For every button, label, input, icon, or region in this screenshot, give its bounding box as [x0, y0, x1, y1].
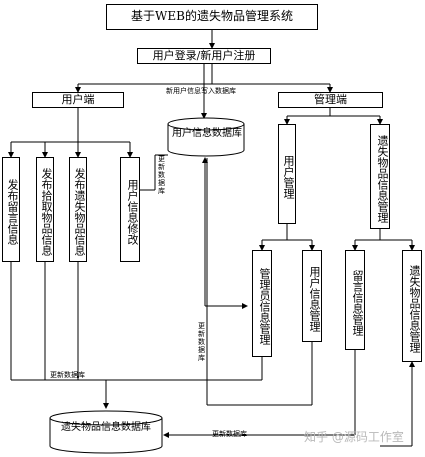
- user-module-edit-info: 用户信息修改: [120, 157, 140, 262]
- lost-db-cylinder: [49, 410, 163, 454]
- admin-sub-label: 遗失物品信息管理: [408, 264, 421, 353]
- admin-info-mgmt-box: 管理员信息管理: [252, 250, 272, 357]
- admin-side-box: 管理端: [278, 92, 383, 108]
- note-update-db-user-modify: 更新数据库: [158, 155, 165, 195]
- user-side-box: 用户端: [32, 92, 124, 108]
- admin-user-mgmt-label: 用户管理: [282, 154, 295, 199]
- login-box: 用户登录/新用户注册: [137, 48, 271, 64]
- user-module-publish-lost: 发布遗失物品信息: [69, 157, 87, 262]
- lost-db-label: 遗失物品信息数据库: [61, 422, 151, 433]
- user-db-label: 用户信息数据库: [172, 128, 242, 139]
- user-info-mgmt-box: 用户信息管理: [302, 250, 322, 342]
- user-module-publish-found: 发布拾取物品信息: [36, 157, 54, 262]
- admin-user-mgmt-box: 用户管理: [278, 124, 296, 224]
- message-mgmt-box: 留言信息管理: [345, 250, 365, 350]
- login-label: 用户登录/新用户注册: [152, 48, 256, 62]
- user-side-label: 用户端: [61, 92, 95, 106]
- note-update-db-admin: 更新数据库: [198, 322, 205, 362]
- user-module-leave-message: 发布留言信息: [2, 157, 20, 262]
- lost-info-mgmt-box: 遗失物品信息管理: [402, 250, 422, 362]
- note-new-user-write: 新用户信息写入数据库: [166, 87, 236, 95]
- admin-sub-label: 管理员信息管理: [258, 267, 271, 345]
- admin-sub-label: 用户信息管理: [308, 265, 321, 332]
- watermark: 知乎 @源码工作室: [304, 430, 404, 444]
- user-module-label: 发布留言信息: [6, 179, 19, 245]
- note-update-db-users: 更新数据库: [50, 371, 85, 379]
- system-title-box: 基于WEB的遗失物品管理系统: [106, 4, 318, 30]
- admin-lost-mgmt-label: 遗失物品信息管理: [376, 135, 389, 223]
- user-db-cylinder: [167, 117, 245, 157]
- user-module-label: 发布拾取物品信息: [40, 168, 53, 256]
- admin-lost-mgmt-box: 遗失物品信息管理: [370, 124, 390, 229]
- user-module-label: 发布遗失物品信息: [73, 168, 86, 256]
- admin-side-label: 管理端: [314, 92, 347, 106]
- user-module-label: 用户信息修改: [126, 179, 139, 245]
- note-update-db-lost: 更新数据库: [212, 430, 247, 438]
- system-title: 基于WEB的遗失物品管理系统: [131, 9, 293, 24]
- admin-sub-label: 留言信息管理: [351, 269, 364, 336]
